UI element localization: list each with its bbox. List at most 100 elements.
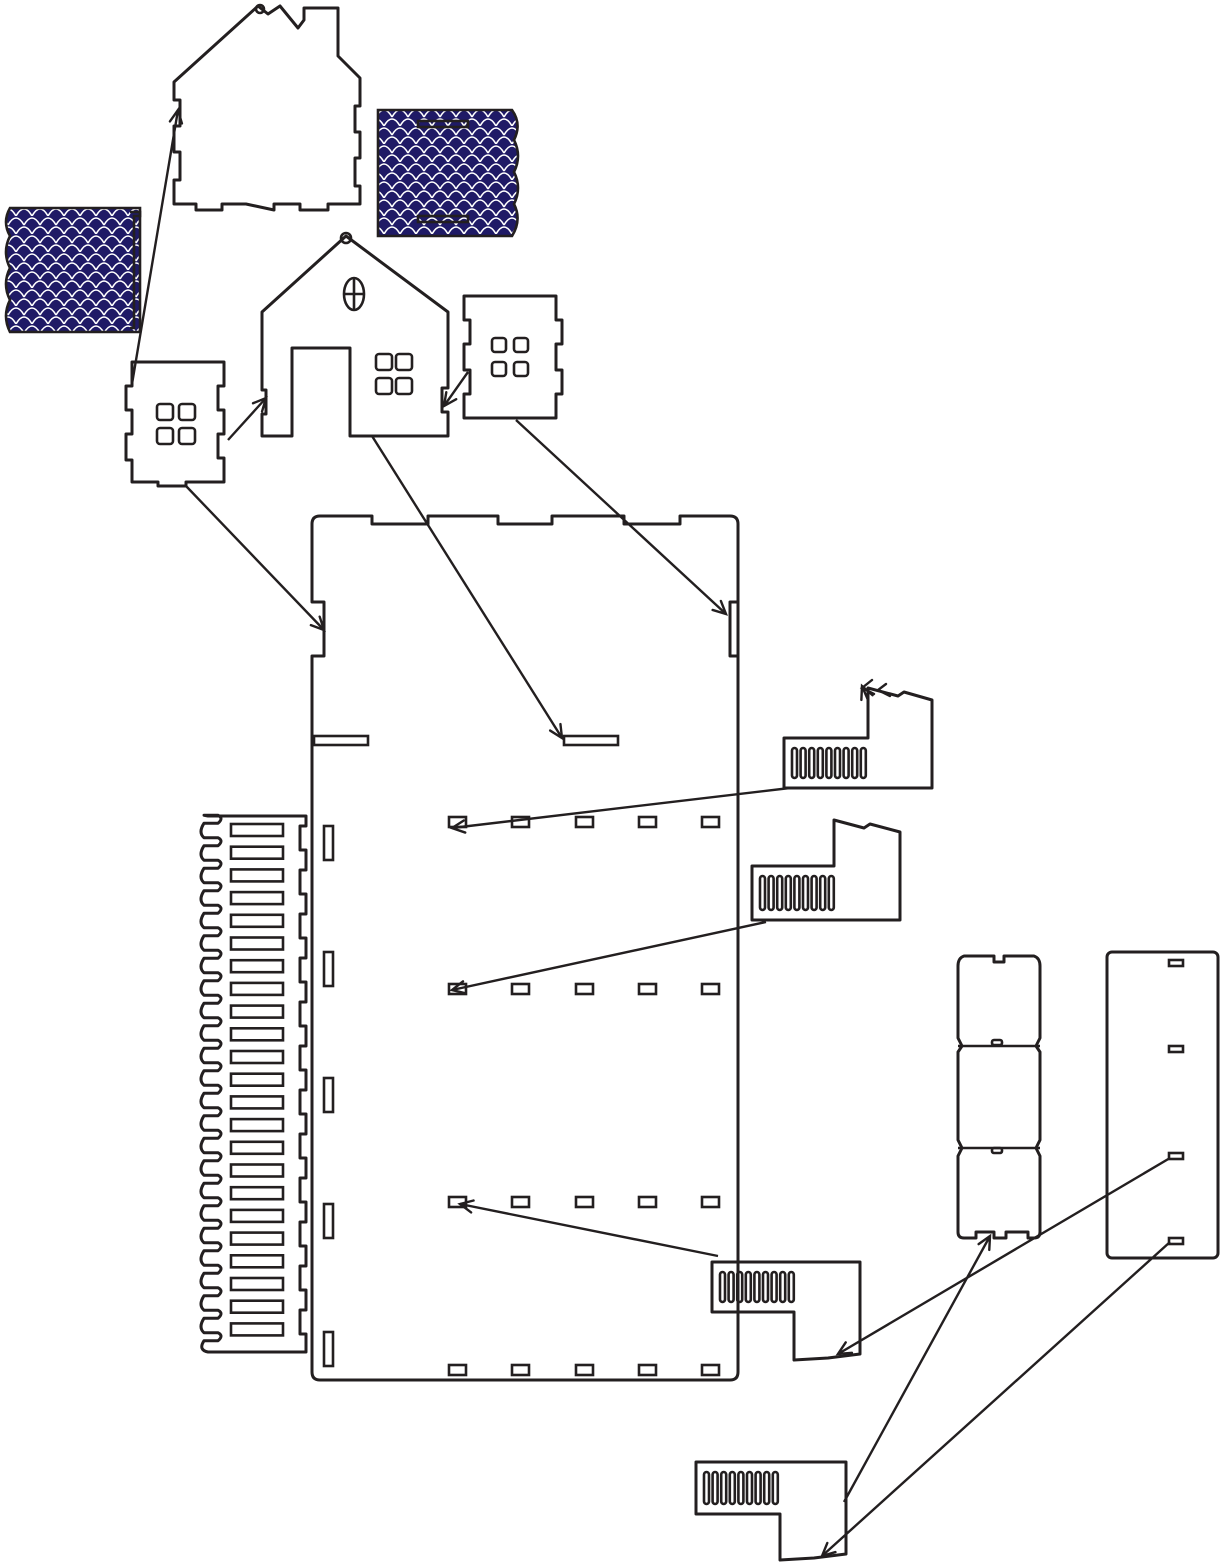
connector-line xyxy=(842,1235,992,1503)
hinge-slot xyxy=(229,1208,285,1224)
hinge-slot xyxy=(229,958,285,974)
arrowhead xyxy=(168,107,184,125)
hinge-slot xyxy=(762,1470,771,1506)
hinge-slot xyxy=(767,874,775,912)
hinge-slot xyxy=(775,874,784,912)
arrowhead xyxy=(309,615,326,632)
hinge-slot xyxy=(229,1231,285,1246)
hinge-slot xyxy=(818,874,827,912)
hinge-slot xyxy=(787,1270,796,1304)
hinge-slot xyxy=(229,936,285,951)
hinge-slot xyxy=(771,1470,780,1506)
hinge-slot xyxy=(793,874,801,912)
arrowhead xyxy=(548,722,564,741)
connector-line xyxy=(185,485,325,631)
hinge-slot xyxy=(758,874,767,912)
hinge-slot xyxy=(229,1117,285,1133)
drawer-outline xyxy=(782,686,934,790)
connector-line xyxy=(130,109,180,385)
hinge-slot xyxy=(229,868,285,883)
hinge-slot xyxy=(816,746,825,780)
hinge-slot xyxy=(737,1470,745,1506)
house-side-wall-right xyxy=(462,294,564,420)
arrowhead xyxy=(457,1199,475,1214)
connector-line xyxy=(821,1241,1171,1557)
hinge-slot xyxy=(850,746,859,780)
hinge-slot xyxy=(754,1470,762,1506)
connector-line xyxy=(443,371,469,407)
arrowhead xyxy=(251,395,268,413)
hinge-slot xyxy=(842,746,850,780)
drawer-back-panel xyxy=(1105,950,1220,1260)
hinge-slot xyxy=(735,1270,744,1304)
hinge-slot xyxy=(229,1299,285,1314)
hinge-slot xyxy=(229,1095,285,1110)
hinge-slot xyxy=(702,1470,711,1506)
hinge-slot xyxy=(778,1270,787,1304)
hinge-slot xyxy=(753,1270,761,1304)
connector-line xyxy=(515,419,727,615)
arrowhead xyxy=(449,980,467,995)
hinge-slot xyxy=(229,1072,285,1087)
flexible-side-strip xyxy=(199,813,308,1354)
connector-line xyxy=(370,435,564,739)
connector-line xyxy=(837,1156,1171,1356)
house-side-wall-left xyxy=(124,360,226,488)
arrowhead xyxy=(977,1233,992,1252)
hinge-slot xyxy=(229,1163,285,1178)
hinge-slot xyxy=(229,981,285,997)
drawer-3 xyxy=(710,1260,862,1362)
base-board xyxy=(310,514,740,1382)
drawer-2 xyxy=(750,818,902,922)
hinge-slot xyxy=(827,874,836,912)
arrowhead xyxy=(819,1541,837,1558)
hinge-slot xyxy=(719,1470,728,1506)
house-front-gable xyxy=(260,231,450,438)
hinge-slot xyxy=(801,874,810,912)
drawer-outline xyxy=(750,818,902,922)
arrowhead xyxy=(442,390,458,409)
drawer-outline xyxy=(710,1260,862,1362)
hinge-slot xyxy=(761,1270,770,1304)
hinge-slot xyxy=(229,1027,285,1042)
connector-line xyxy=(451,786,791,830)
hinge-slot xyxy=(229,1254,285,1269)
hinge-slot xyxy=(229,1322,285,1337)
hinge-slot xyxy=(810,874,818,912)
drawer-1 xyxy=(782,686,934,790)
assembly-connectors xyxy=(130,107,1171,1558)
hinge-slot xyxy=(229,1185,285,1201)
hinge-slot xyxy=(718,1270,727,1304)
hinge-slot xyxy=(807,746,816,780)
hinge-slot xyxy=(229,1004,285,1019)
hinge-slot xyxy=(833,746,842,780)
roof-panel-left xyxy=(4,206,142,334)
drawer-divider xyxy=(956,954,1042,1240)
hinge-slot xyxy=(825,746,833,780)
hinge-slot xyxy=(744,1270,753,1304)
house-back-gable xyxy=(172,3,362,212)
hinge-slot xyxy=(229,1140,285,1156)
hinge-slot xyxy=(229,890,285,906)
hinge-slot xyxy=(745,1470,754,1506)
hinge-slot xyxy=(790,746,799,780)
connector-line xyxy=(459,1202,719,1258)
hinge-slot xyxy=(229,822,285,838)
arrowhead xyxy=(449,819,467,834)
hinge-slot xyxy=(229,913,285,929)
hinge-slot xyxy=(799,746,807,780)
arrowhead xyxy=(711,599,729,616)
hinge-slot xyxy=(727,1270,735,1304)
hinge-slot xyxy=(770,1270,778,1304)
hinge-slot xyxy=(229,1276,285,1292)
connector-line xyxy=(451,920,767,992)
hinge-slot xyxy=(711,1470,719,1506)
hinge-slot xyxy=(784,874,793,912)
connector-line xyxy=(227,397,267,441)
hinge-slot xyxy=(229,1049,285,1065)
roof-panel-right xyxy=(376,108,520,238)
drawer-4 xyxy=(694,1460,848,1562)
hinge-slot xyxy=(859,746,868,780)
hinge-slot xyxy=(229,845,285,861)
